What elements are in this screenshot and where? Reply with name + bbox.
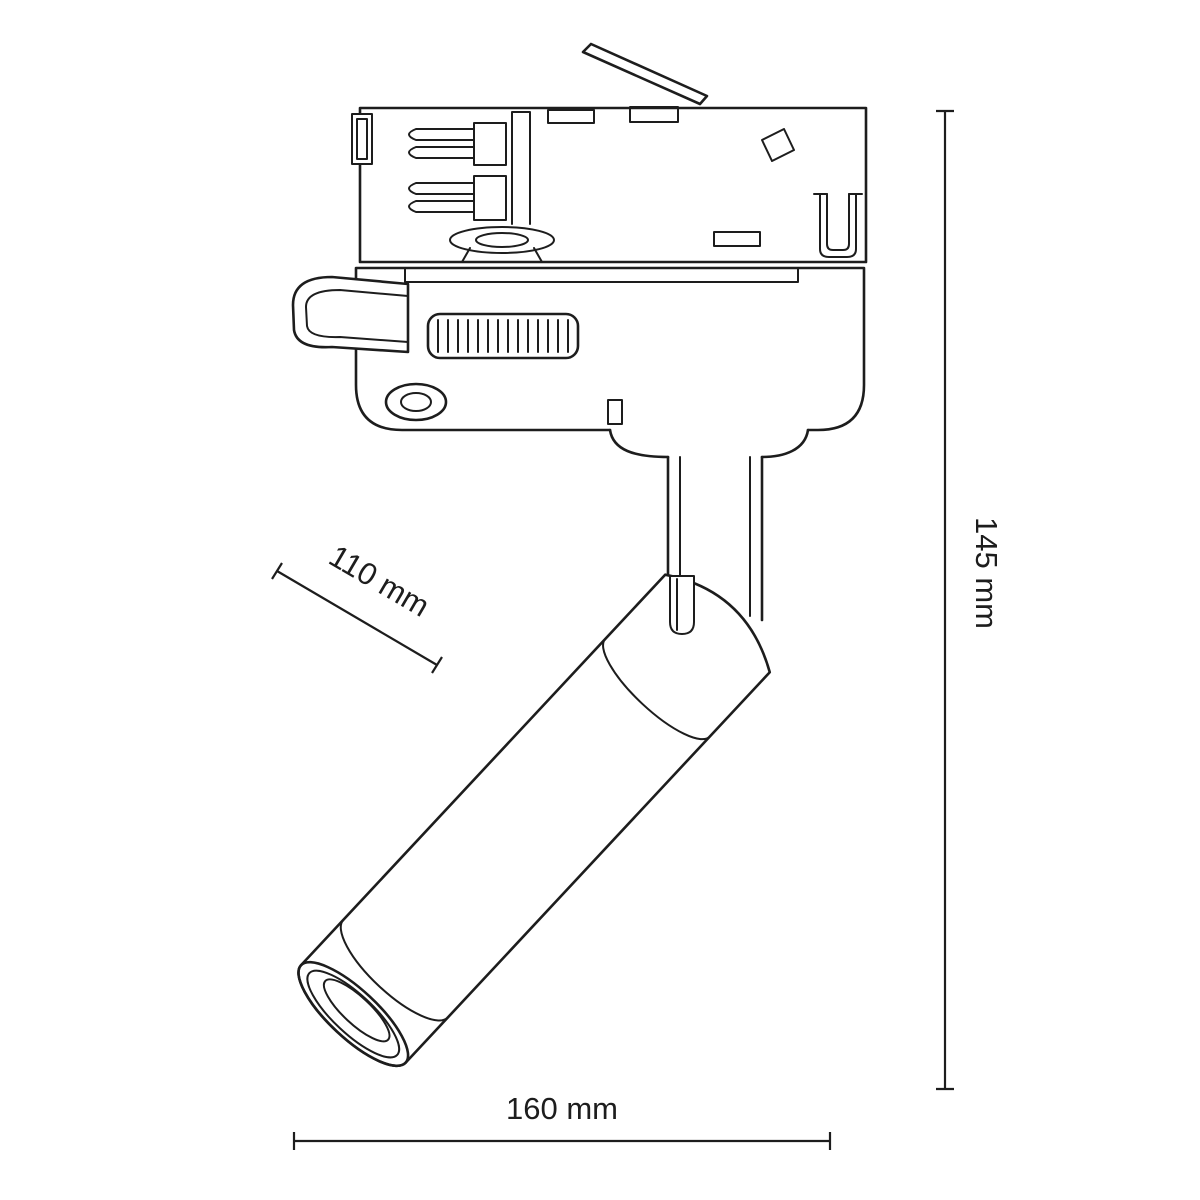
dimension-line-110 (276, 570, 438, 666)
left-slot-outer (351, 113, 373, 165)
lower-slot (713, 231, 761, 247)
dimension-tick (271, 562, 283, 580)
dimension-110: 110 mm (271, 538, 443, 674)
mounting-lever (581, 42, 709, 106)
adapter-body (291, 266, 866, 432)
dimension-label-160: 160 mm (506, 1091, 618, 1126)
track-adapter-housing (351, 42, 868, 264)
dimension-160: 160 mm (292, 1091, 832, 1150)
dimension-label-110: 110 mm (323, 538, 435, 624)
lens-rim-outer (297, 960, 410, 1068)
wheel-knurling (437, 319, 569, 353)
bell-left-curve (608, 428, 670, 459)
release-lever (291, 275, 410, 354)
bell-tab (607, 399, 623, 425)
head-tube-outline (297, 573, 772, 1068)
screw-hole (384, 382, 448, 422)
body-outline (354, 266, 866, 432)
spotlight-head (297, 573, 772, 1068)
head-front-seam (339, 918, 449, 1022)
right-slot (813, 193, 863, 258)
dimension-145: 145 mm (936, 109, 1004, 1091)
dimension-tick (431, 656, 443, 674)
contact-post-flange (449, 226, 555, 263)
body-step-line (404, 267, 799, 283)
adjustment-wheel (426, 312, 580, 360)
tilted-tab (761, 128, 795, 162)
pivot-clip (669, 575, 695, 635)
top-slot-b (629, 106, 679, 123)
dimension-label-145: 145 mm (969, 517, 1004, 629)
head-top-seam (602, 638, 711, 741)
bell-right-curve (760, 428, 810, 459)
top-slot-a (547, 109, 595, 124)
lens-bore (322, 978, 391, 1043)
contact-prongs (408, 111, 531, 225)
left-slot-inner (356, 118, 368, 160)
